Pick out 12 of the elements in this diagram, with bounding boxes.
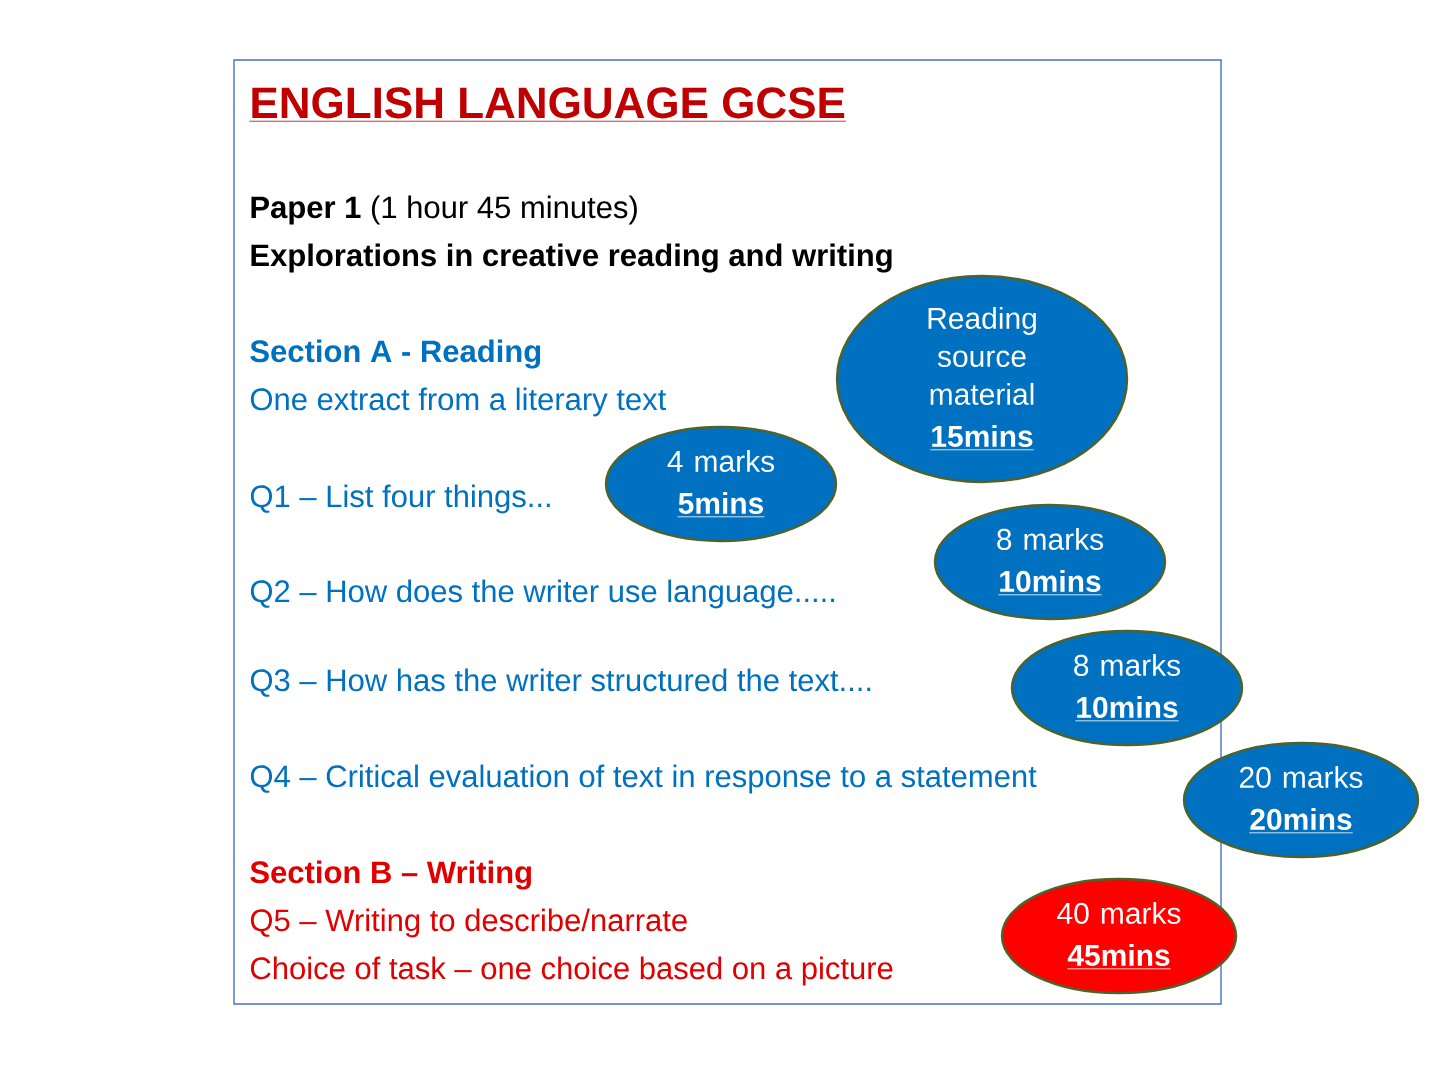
text-line: One extract from a literary text	[250, 387, 667, 417]
title: ENGLISH LANGUAGE GCSE	[249, 87, 847, 122]
text-line: Choice of task – one choice based on a picture	[251, 956, 893, 986]
text-line: Explorations in creative reading and writing	[251, 243, 892, 273]
text-line: Q2 – How does the writer use language.....	[250, 579, 835, 609]
text-line: Section A - Reading	[250, 339, 541, 369]
text-line: Q5 – Writing to describe/narrate	[250, 908, 687, 938]
text-line: Q4 – Critical evaluation of text in response to a statement	[250, 764, 1037, 794]
text-line: Section B – Writing	[250, 860, 531, 890]
text-line: Q1 – List four things...	[250, 484, 550, 514]
text-line: Paper 1 (1 hour 45 minutes)	[251, 195, 637, 225]
text-line: Q3 – How has the writer structured the text....	[250, 668, 871, 697]
